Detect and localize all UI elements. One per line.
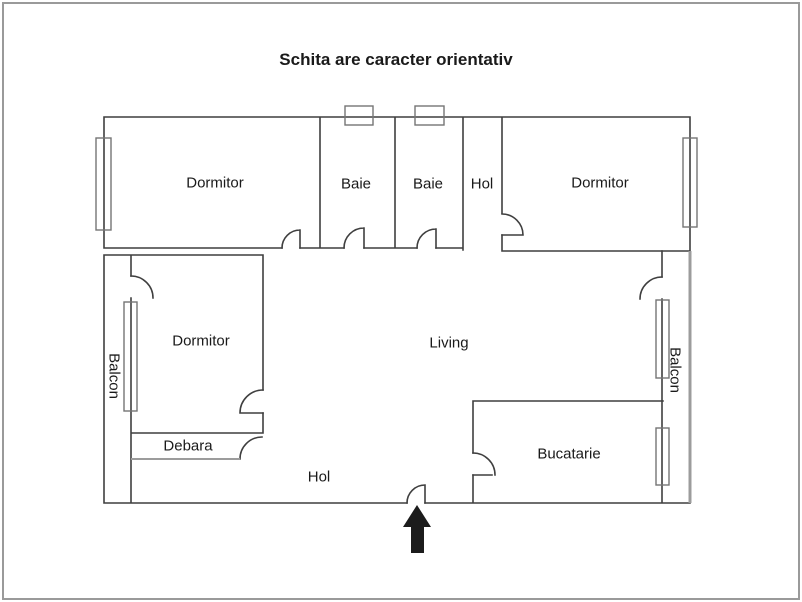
door-entrance [406, 484, 426, 504]
door-baie-2 [416, 228, 437, 249]
window-baie-1 [344, 105, 374, 126]
room-label-baie-2: Baie [412, 175, 444, 193]
window-balcon-right-lower [655, 427, 670, 486]
room-label-bucatarie: Bucatarie [537, 445, 601, 463]
door-dormitor-bottom-left [239, 389, 264, 414]
entrance-arrow-icon [403, 505, 431, 553]
balcony-walls [131, 251, 692, 503]
door-debara [239, 436, 263, 460]
room-label-baie-1: Baie [340, 175, 372, 193]
room-label-balcon-left: Balcon [105, 353, 123, 399]
window-balcon-right-upper [655, 299, 670, 379]
window-dormitor-top-right [682, 137, 698, 228]
plan-disclaimer-title: Schita are caracter orientativ [279, 50, 513, 69]
room-label-dormitor-bottom-left: Dormitor [172, 332, 230, 350]
door-balcon-left [130, 275, 154, 299]
top-block-walls [103, 116, 691, 252]
window-dormitor-top-left [95, 137, 112, 231]
windows [95, 105, 698, 486]
room-label-dormitor-top-right: Dormitor [571, 174, 629, 192]
bottom-block-walls [103, 250, 691, 504]
door-dormitor-top-right [501, 213, 524, 236]
room-label-hol-bottom: Hol [307, 468, 331, 486]
room-label-hol-top: Hol [470, 175, 494, 193]
window-balcon-left [123, 301, 138, 412]
door-balcon-right [639, 276, 663, 300]
walls [103, 116, 691, 504]
door-bucatarie [472, 452, 496, 476]
door-baie-1 [343, 227, 365, 249]
room-label-balcon-right: Balcon [666, 347, 684, 393]
room-label-debara: Debara [163, 437, 213, 455]
room-label-dormitor-top-left: Dormitor [186, 174, 244, 192]
door-dormitor-top-left [281, 229, 301, 249]
window-baie-2 [414, 105, 445, 126]
room-label-living: Living [429, 334, 469, 352]
